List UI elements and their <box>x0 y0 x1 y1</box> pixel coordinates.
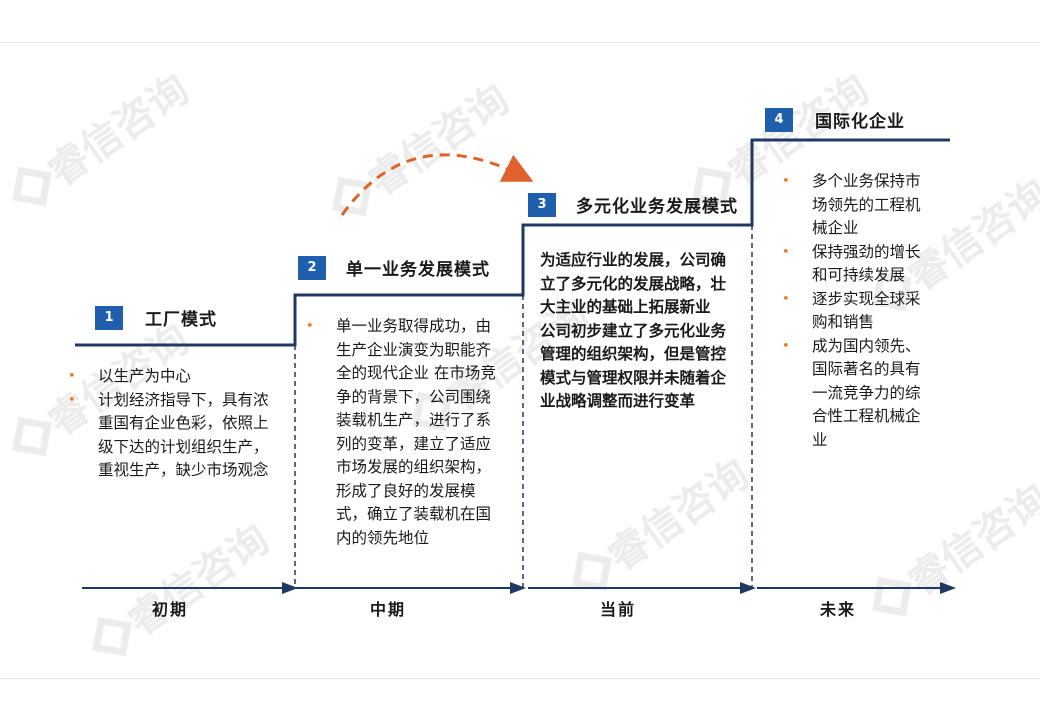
stage-number-badge: 2 <box>298 255 326 280</box>
top-divider <box>0 42 1040 43</box>
stage-label: 多元化业务发展模式 <box>576 197 738 217</box>
stage-3-title: 3 多元化业务发展模式 <box>528 192 738 217</box>
list-item: •逐步实现全球采购和销售 <box>782 289 921 332</box>
stage-2-title: 2 单一业务发展模式 <box>298 255 490 280</box>
bullet-icon: • <box>782 244 790 260</box>
stage-4-title: 4 国际化企业 <box>765 107 905 132</box>
bullet-icon: • <box>306 319 314 334</box>
bullet-icon: • <box>782 174 790 189</box>
stage-4-description: •多个业务保持市场领先的工程机械企业 •保持强劲的增长和可持续发展 •逐步实现全… <box>782 170 932 452</box>
period-label-mid: 中期 <box>370 600 407 619</box>
stage-label: 国际化企业 <box>815 112 905 132</box>
bullet-icon: • <box>782 291 790 307</box>
paragraph: 为适应行业的发展，公司确立了多元化的发展战略，壮大主业的基础上拓展新业 <box>540 250 727 316</box>
list-item: •成为国内领先、国际著名的具有一流竞争力的综合性工程机械企业 <box>782 336 921 449</box>
paragraph: 公司初步建立了多元化业务管理的组织架构，但是管控模式与管理权限并未随着企业战略调… <box>540 320 727 411</box>
list-item: •多个业务保持市场领先的工程机械企业 <box>782 172 921 237</box>
stage-1-description: •以生产为中心 • 计划经济指导下，具有浓重国有企业色彩，依照上级下达的计划组织… <box>68 365 278 483</box>
stage-number-badge: 4 <box>765 107 793 132</box>
stage-1-title: 1 工厂模式 <box>95 305 217 330</box>
period-label-current: 当前 <box>600 600 637 619</box>
stage-number-badge: 3 <box>528 192 556 217</box>
stage-label: 工厂模式 <box>145 310 217 330</box>
bullet-icon: • <box>68 392 76 408</box>
period-label-early: 初期 <box>152 600 189 619</box>
stage-number-badge: 1 <box>95 305 123 330</box>
stage-3-description: 为适应行业的发展，公司确立了多元化的发展战略，壮大主业的基础上拓展新业 公司初步… <box>540 248 738 413</box>
list-item: •单一业务取得成功，由生产企业演变为职能齐全的现代企业 在市场竞争的背景下，公司… <box>306 317 496 547</box>
stage-label: 单一业务发展模式 <box>346 260 490 280</box>
bullet-icon: • <box>68 369 76 384</box>
transition-curve-arrow <box>340 153 534 216</box>
list-item: • 计划经济指导下，具有浓重国有企业色彩，依照上级下达的计划组织生产，重视生产，… <box>68 390 269 480</box>
list-item: •以生产为中心 <box>68 365 278 389</box>
bullet-icon: • <box>782 338 790 354</box>
stage-2-description: •单一业务取得成功，由生产企业演变为职能齐全的现代企业 在市场竞争的背景下，公司… <box>306 315 498 550</box>
bottom-divider <box>0 678 1040 679</box>
list-item: •保持强劲的增长和可持续发展 <box>782 242 921 285</box>
staircase-line <box>75 138 950 347</box>
period-label-future: 未来 <box>820 600 857 619</box>
